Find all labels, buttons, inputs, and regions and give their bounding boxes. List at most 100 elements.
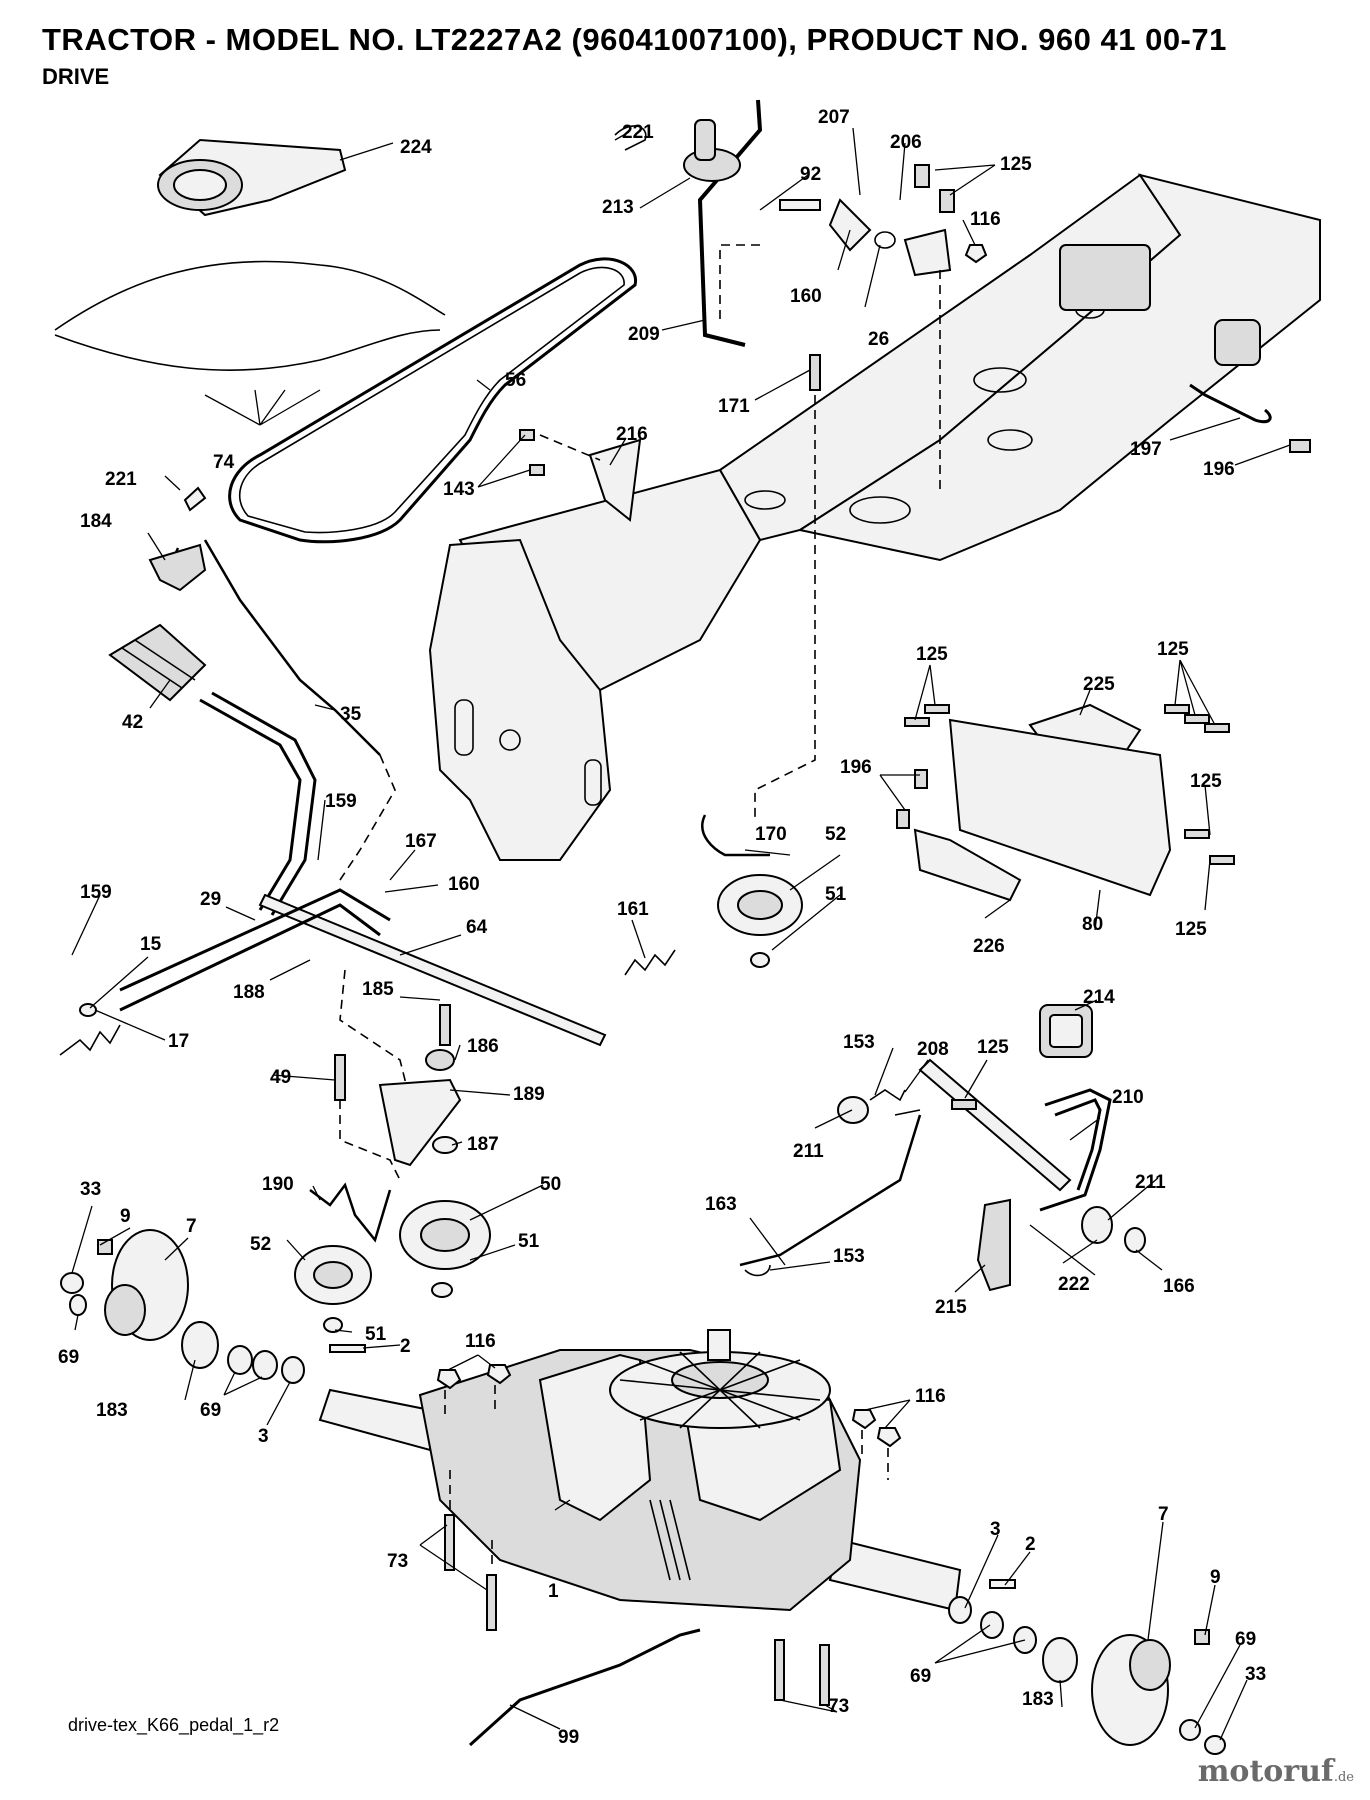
callout-208: 208	[917, 1039, 949, 1060]
callout-64: 64	[466, 917, 488, 938]
callout-221: 221	[622, 122, 654, 143]
callout-171: 171	[718, 396, 750, 417]
callout-214: 214	[1083, 987, 1115, 1008]
callout-69-d: 69	[910, 1666, 931, 1687]
callout-143: 143	[443, 479, 475, 500]
callout-167: 167	[405, 831, 437, 852]
callout-184: 184	[80, 511, 112, 532]
callout-160-b: 160	[448, 874, 480, 895]
callout-7-b: 7	[1158, 1504, 1169, 1525]
callout-56: 56	[505, 370, 526, 391]
callout-69-c: 69	[1235, 1629, 1256, 1650]
watermark-suffix: .de	[1333, 1770, 1354, 1785]
callout-52: 52	[825, 824, 846, 845]
callout-51: 51	[825, 884, 847, 905]
callout-161: 161	[617, 899, 649, 920]
callout-33: 33	[80, 1179, 101, 1200]
callout-29: 29	[200, 889, 221, 910]
callout-222: 222	[1058, 1274, 1090, 1295]
callout-190: 190	[262, 1174, 294, 1195]
drive-belt	[228, 257, 637, 544]
pedal-lever-group	[59, 486, 607, 1101]
callout-189: 189	[513, 1084, 545, 1105]
callout-99: 99	[558, 1727, 579, 1748]
callout-74: 74	[213, 452, 235, 473]
callout-3-b: 3	[990, 1519, 1001, 1540]
callout-225: 225	[1083, 674, 1115, 695]
callout-170: 170	[755, 824, 787, 845]
callout-187: 187	[467, 1134, 499, 1155]
callout-116-b: 116	[465, 1331, 496, 1352]
callout-42: 42	[122, 712, 143, 733]
callout-52-b: 52	[250, 1234, 271, 1255]
callout-215: 215	[935, 1297, 967, 1318]
pulley-50	[399, 1200, 491, 1298]
callout-210: 210	[1112, 1087, 1144, 1108]
callout-92: 92	[800, 164, 821, 185]
shift-rod	[697, 99, 763, 347]
callout-7: 7	[186, 1216, 197, 1237]
callout-3: 3	[258, 1426, 269, 1447]
spring-161	[624, 949, 676, 976]
callout-186: 186	[467, 1036, 499, 1057]
callout-2: 2	[400, 1336, 411, 1357]
transaxle	[318, 1329, 962, 1747]
watermark-logo: motoruf.de	[1198, 1754, 1354, 1789]
page-title: TRACTOR - MODEL NO. LT2227A2 (9604100710…	[42, 22, 1227, 57]
tractor-frame	[428, 173, 1321, 861]
callout-33-b: 33	[1245, 1664, 1266, 1685]
callout-185: 185	[362, 979, 394, 1000]
callout-153-b: 153	[833, 1246, 865, 1267]
callout-211: 211	[793, 1141, 824, 1162]
section-title: DRIVE	[42, 64, 110, 89]
callout-51-b: 51	[518, 1231, 540, 1252]
callout-9-b: 9	[1210, 1567, 1221, 1588]
callout-159: 159	[325, 791, 357, 812]
leader-lines	[71, 127, 1291, 1741]
callout-26: 26	[868, 329, 889, 350]
callout-224: 224	[400, 137, 432, 158]
watermark-text: motoruf	[1197, 1754, 1334, 1789]
callout-216: 216	[616, 424, 648, 445]
callout-80: 80	[1082, 914, 1103, 935]
callout-226: 226	[973, 936, 1005, 957]
bracket-226	[913, 828, 1022, 902]
rod-197	[1189, 383, 1272, 424]
callout-116: 116	[970, 209, 1001, 230]
callout-183: 183	[96, 1400, 128, 1421]
callout-15: 15	[140, 934, 162, 955]
callout-159-b: 159	[80, 882, 112, 903]
brake-pedal-group	[739, 1004, 1146, 1292]
callout-125-f: 125	[977, 1037, 1009, 1058]
callout-211-b: 211	[1135, 1172, 1166, 1193]
callout-188: 188	[233, 982, 265, 1003]
wheel-hub-left	[60, 1229, 366, 1384]
callout-125-e: 125	[1175, 919, 1207, 940]
callout-206: 206	[890, 132, 922, 153]
callout-213: 213	[602, 197, 634, 218]
callout-51-c: 51	[365, 1324, 387, 1345]
callout-196: 196	[1203, 459, 1235, 480]
callout-209: 209	[628, 324, 660, 345]
fender-dash-assembly	[54, 138, 446, 371]
callout-69: 69	[58, 1347, 79, 1368]
callout-1: 1	[548, 1581, 559, 1602]
idler-pulley-52-top	[701, 814, 803, 968]
callout-125-d: 125	[1190, 771, 1222, 792]
callout-2-b: 2	[1025, 1534, 1036, 1555]
callout-153: 153	[843, 1032, 875, 1053]
callout-196-b: 196	[840, 757, 872, 778]
callout-166: 166	[1163, 1276, 1195, 1297]
callout-labels: 224 221 213 207 206 125 92 116 160 26 20…	[58, 107, 1266, 1748]
callout-116-c: 116	[915, 1386, 946, 1407]
callout-35: 35	[340, 704, 362, 725]
callout-125-b: 125	[916, 644, 948, 665]
callout-183-b: 183	[1022, 1689, 1054, 1710]
callout-9: 9	[120, 1206, 131, 1227]
callout-49: 49	[270, 1067, 291, 1088]
callout-207: 207	[818, 107, 850, 128]
wheel-hub-right	[948, 1579, 1226, 1755]
pulley-52-lower	[294, 1245, 372, 1333]
idler-arm-189	[309, 1004, 462, 1243]
